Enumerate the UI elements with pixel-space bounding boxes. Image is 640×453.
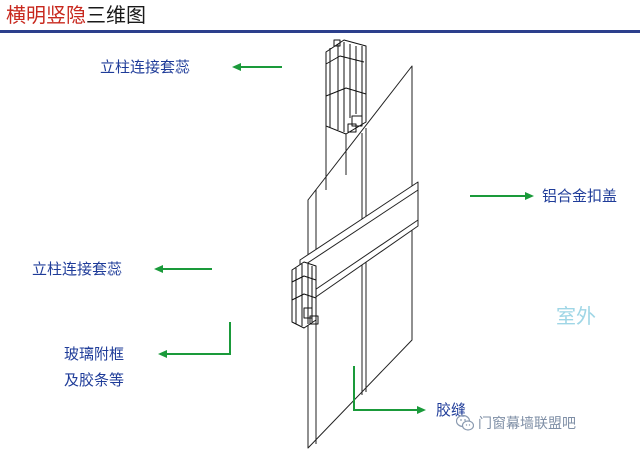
mullion-body [325,126,347,190]
label-glass-frame-line1: 玻璃附框 [64,345,125,363]
title-red-part: 横明竖隐 [6,3,86,27]
arrow-mullion-sleeve-mid [154,265,212,273]
transom-profile [291,261,319,329]
arrow-glass-frame [158,322,231,358]
label-mullion-sleeve-mid: 立柱连接套蕊 [32,260,123,278]
label-alu-cover: 铝合金扣盖 [542,187,618,205]
label-glass-frame-line2: 及胶条等 [64,371,125,389]
watermark: 门窗幕墙联盟吧 [456,412,576,434]
top-mullion [325,39,367,135]
arrow-mullion-sleeve-top [232,63,282,71]
page-title: 横明竖隐三维图 [6,2,146,28]
label-sealant-joint: 胶缝 [436,401,467,419]
arrow-sealant-joint [353,366,426,414]
title-black-part: 三维图 [86,3,146,27]
label-mullion-sleeve-top: 立柱连接套蕊 [100,58,191,76]
label-outdoor: 室外 [556,304,596,328]
watermark-text: 门窗幕墙联盟吧 [478,416,576,432]
wechat-icon [456,414,474,431]
arrow-alu-cover [470,192,534,200]
title-divider [0,30,640,33]
